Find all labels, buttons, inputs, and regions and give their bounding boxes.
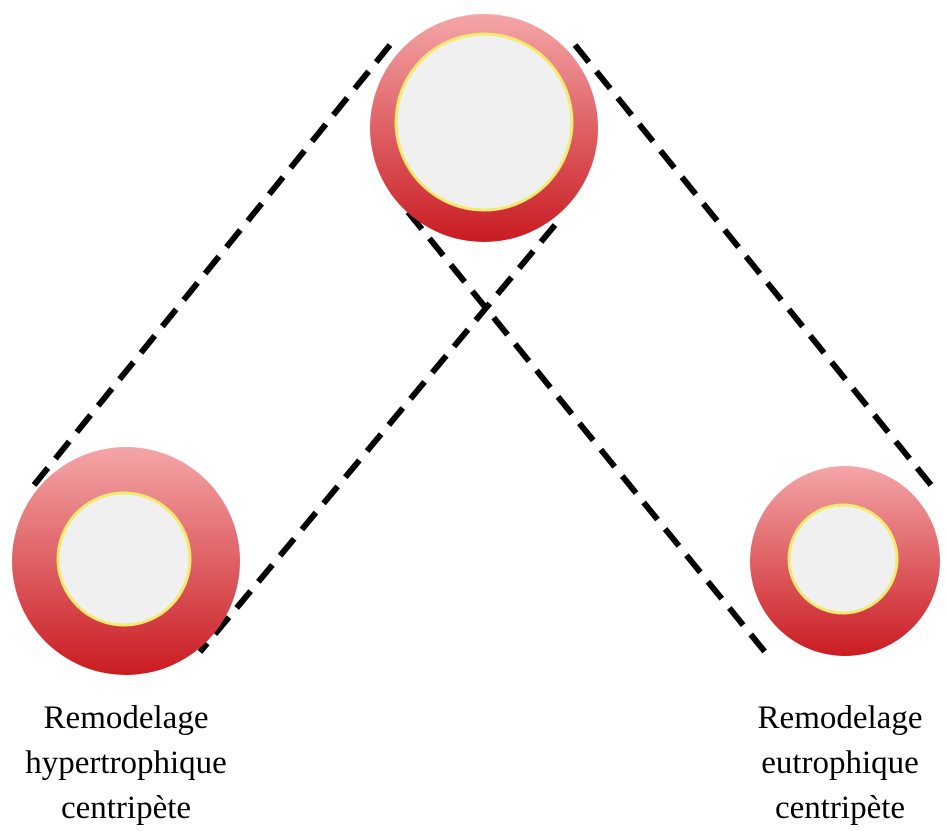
label-line: centripète	[774, 790, 906, 826]
connector-right-outer	[572, 43, 938, 492]
hypertrophic-vessel	[12, 447, 240, 675]
connector-left-inner	[197, 223, 558, 654]
connector-left-outer	[27, 43, 393, 492]
eutrophic-vessel	[750, 466, 940, 656]
label-line: eutrophique	[761, 745, 919, 781]
vessel-lumen	[394, 32, 574, 212]
connector-lines	[27, 43, 938, 654]
connector-right-inner	[405, 210, 768, 654]
vessel-lumen	[56, 491, 192, 627]
label-line: hypertrophique	[25, 745, 227, 781]
label-line: Remodelage	[43, 700, 209, 736]
label-line: Remodelage	[757, 700, 923, 736]
reference-vessel	[370, 14, 598, 242]
label-eutrophic-remodeling: Remodelage eutrophique centripète	[734, 696, 946, 831]
label-line: centripète	[60, 790, 192, 826]
vessel-lumen	[787, 503, 899, 615]
label-hypertrophic-remodeling: Remodelage hypertrophique centripète	[0, 696, 252, 831]
